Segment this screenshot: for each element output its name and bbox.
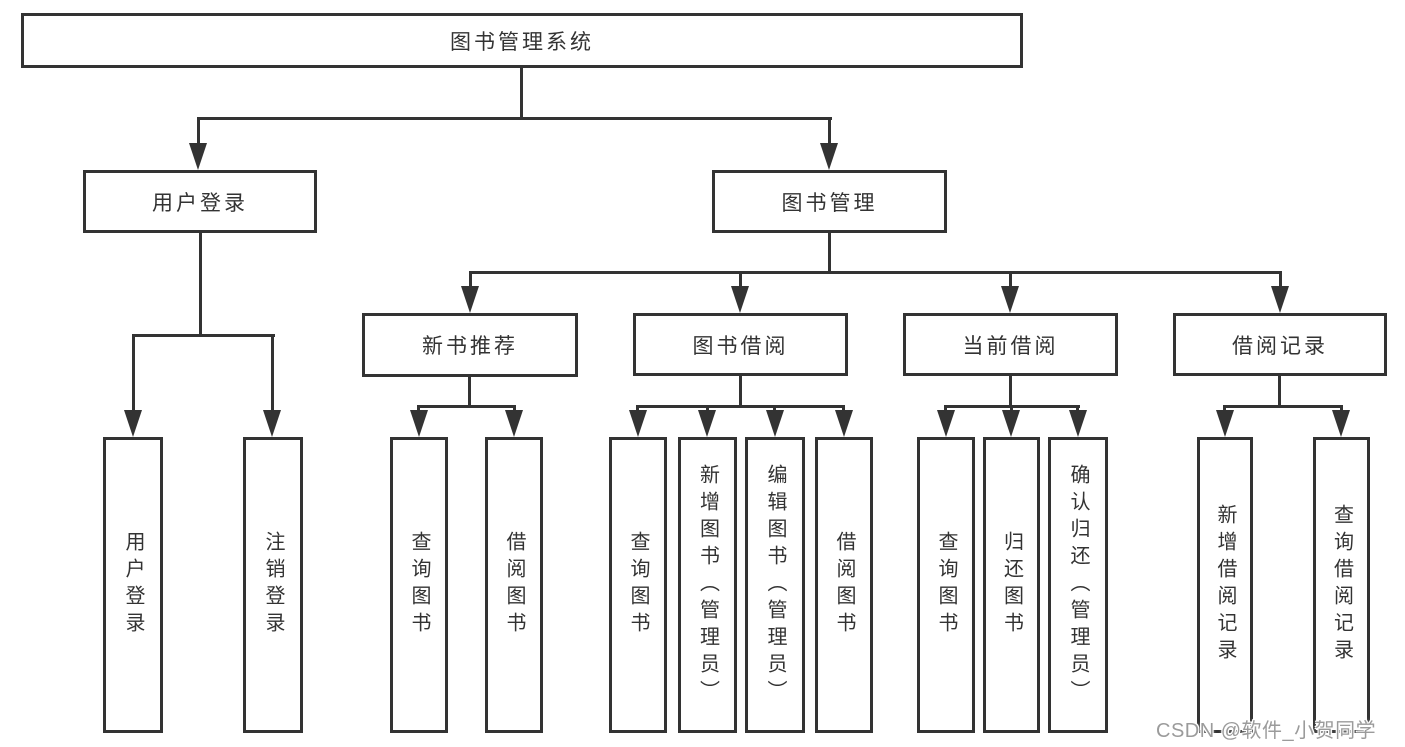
leaf-borrow-books-recommend: 借阅图书 [485, 437, 543, 733]
leaf-logout: 注销登录 [243, 437, 303, 733]
connector-stub [739, 271, 742, 289]
connector-stub [417, 405, 420, 413]
arrow-down-icon [766, 410, 784, 437]
arrow-down-icon [835, 410, 853, 437]
leaf-edit-books-admin: 编辑图书（管理员） [745, 437, 805, 733]
connector-stub [132, 334, 135, 412]
node-book-management: 图书管理 [712, 170, 947, 233]
leaf-query-borrow-record: 查询借阅记录 [1313, 437, 1370, 733]
arrow-down-icon [410, 410, 428, 437]
arrow-down-icon [263, 410, 281, 437]
arrow-down-icon [1069, 410, 1087, 437]
node-current-borrowing: 当前借阅 [903, 313, 1118, 376]
connector-recommend-drop [468, 377, 471, 408]
leaf-add-books-admin: 新增图书（管理员） [678, 437, 737, 733]
arrow-down-icon [124, 410, 142, 437]
connector-stub [706, 405, 709, 413]
connector-stub [513, 405, 516, 413]
connector-stub [469, 271, 472, 289]
connector-records-drop [1278, 376, 1281, 408]
connector-stub [944, 405, 947, 413]
arrow-down-icon [1002, 410, 1020, 437]
connector-stub [271, 334, 274, 412]
connector-stub [1009, 271, 1012, 289]
leaf-query-books-current: 查询图书 [917, 437, 975, 733]
node-book-borrowing: 图书借阅 [633, 313, 848, 376]
connector-stub [1010, 405, 1013, 413]
arrow-down-icon [1332, 410, 1350, 437]
connector-records-rail [1223, 405, 1343, 408]
arrow-down-icon [820, 143, 838, 170]
leaf-query-books-borrow: 查询图书 [609, 437, 667, 733]
connector-borrowing-rail [636, 405, 845, 408]
connector-stub [842, 405, 845, 413]
arrow-down-icon [505, 410, 523, 437]
node-borrowing-records: 借阅记录 [1173, 313, 1387, 376]
connector-stub [1340, 405, 1343, 413]
connector-stub [773, 405, 776, 413]
arrow-down-icon [937, 410, 955, 437]
connector-root-drop [520, 66, 523, 120]
arrow-down-icon [698, 410, 716, 437]
connector-userlogin-rail [132, 334, 275, 337]
leaf-user-login: 用户登录 [103, 437, 163, 733]
csdn-watermark: CSDN @软件_小贺同学 [1156, 720, 1377, 742]
connector-stub [197, 117, 200, 146]
arrow-down-icon [629, 410, 647, 437]
connector-stub [828, 117, 831, 146]
connector-stub [1279, 271, 1282, 289]
leaf-add-borrow-record: 新增借阅记录 [1197, 437, 1253, 733]
connector-stub [1223, 405, 1226, 413]
leaf-query-books-recommend: 查询图书 [390, 437, 448, 733]
arrow-down-icon [1216, 410, 1234, 437]
arrow-down-icon [1271, 286, 1289, 313]
leaf-return-books: 归还图书 [983, 437, 1040, 733]
connector-stub [636, 405, 639, 413]
connector-userlogin-drop [199, 233, 202, 337]
node-library-management-system: 图书管理系统 [21, 13, 1023, 68]
connector-bookmgmt-drop [828, 233, 831, 274]
arrow-down-icon [1001, 286, 1019, 313]
leaf-confirm-return-admin: 确认归还（管理员） [1048, 437, 1108, 733]
connector-borrowing-drop [739, 376, 742, 408]
node-user-login: 用户登录 [83, 170, 317, 233]
arrow-down-icon [731, 286, 749, 313]
connector-bookmgmt-rail [469, 271, 1282, 274]
arrow-down-icon [461, 286, 479, 313]
arrow-down-icon [189, 143, 207, 170]
connector-current-drop [1009, 376, 1012, 408]
connector-root-rail [197, 117, 832, 120]
leaf-borrow-books: 借阅图书 [815, 437, 873, 733]
connector-recommend-rail [417, 405, 516, 408]
node-new-book-recommendation: 新书推荐 [362, 313, 578, 377]
connector-stub [1076, 405, 1079, 413]
